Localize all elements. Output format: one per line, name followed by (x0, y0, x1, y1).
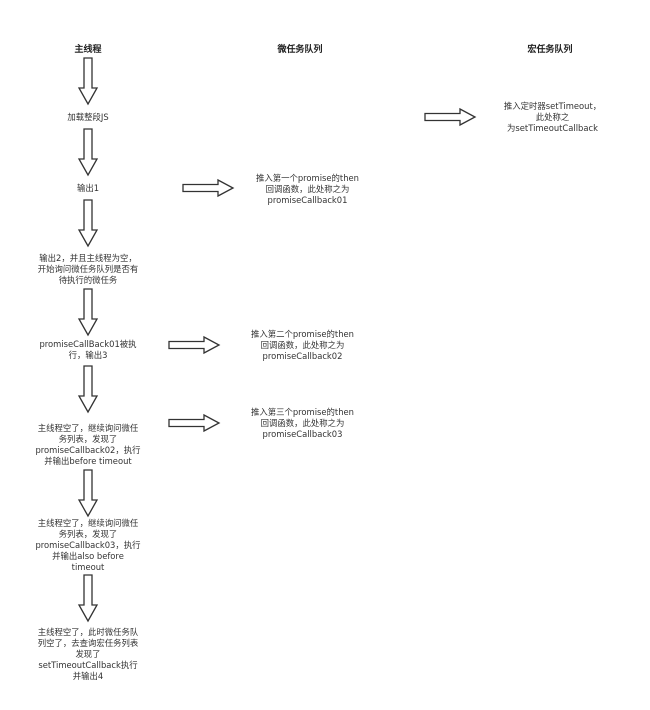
microtask-promise-callback-02: 推入第二个promise的then 回调函数，此处称之为 promiseCall… (250, 329, 354, 361)
down-arrow-icon (77, 365, 99, 414)
main-step-output-3: promiseCallBack01被执 行，输出3 (39, 339, 137, 360)
right-arrow-icon (424, 107, 477, 127)
main-step-before-timeout: 主线程空了，继续询问微任 务列表，发现了 promiseCallback02，执… (35, 423, 141, 466)
main-step-output-1: 输出1 (76, 183, 100, 193)
main-thread-header: 主线程 (74, 45, 102, 55)
down-arrow-icon (77, 199, 99, 248)
microtask-promise-callback-03: 推入第三个promise的then 回调函数，此处称之为 promiseCall… (250, 407, 354, 439)
main-step-output-2: 输出2，并且主线程为空， 开始询问微任务队列是否有 待执行的微任务 (37, 253, 139, 285)
right-arrow-icon (168, 335, 221, 355)
down-arrow-icon (77, 574, 99, 623)
right-arrow-icon (168, 413, 221, 433)
main-step-output-4: 主线程空了，此时微任务队 列空了，去查询宏任务列表 发现了 setTimeout… (37, 627, 139, 681)
macrotask-queue-header: 宏任务队列 (527, 45, 573, 55)
down-arrow-icon (77, 469, 99, 518)
macrotask-set-timeout-callback: 推入定时器setTimeout， 此处称之 为setTimeoutCallbac… (503, 101, 602, 133)
down-arrow-icon (77, 57, 99, 106)
main-step-load-js: 加载整段JS (67, 112, 109, 122)
right-arrow-icon (182, 178, 235, 198)
microtask-queue-header: 微任务队列 (277, 45, 323, 55)
main-step-also-before-timeout: 主线程空了，继续询问微任 务列表，发现了 promiseCallback03，执… (35, 518, 141, 572)
down-arrow-icon (77, 128, 99, 177)
down-arrow-icon (77, 288, 99, 337)
microtask-promise-callback-01: 推入第一个promise的then 回调函数，此处称之为 promiseCall… (255, 173, 359, 205)
